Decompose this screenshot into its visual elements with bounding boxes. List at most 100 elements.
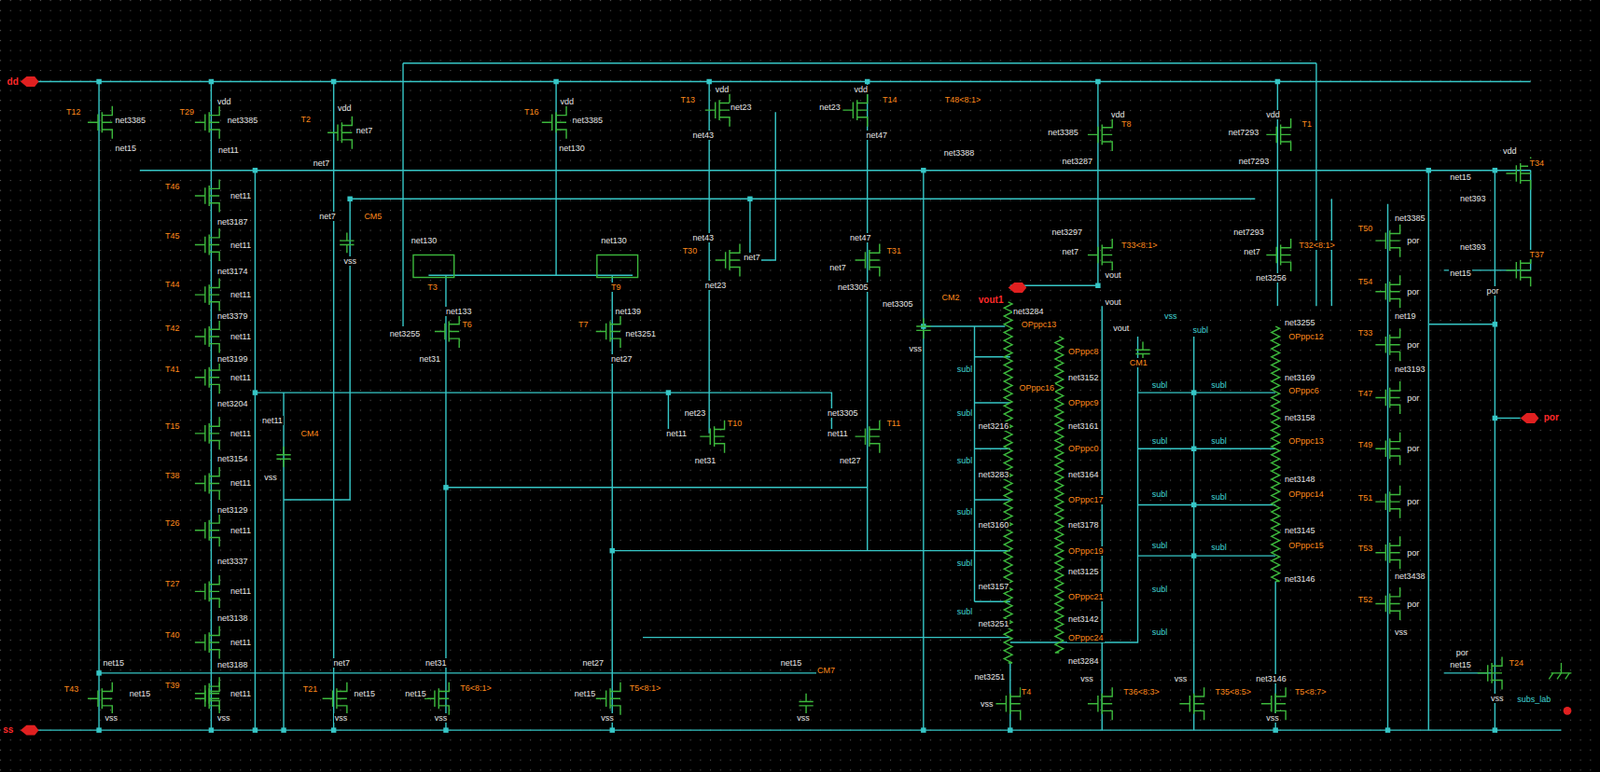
- net-name: net7293: [1232, 227, 1266, 237]
- instance-name: T42: [164, 323, 181, 334]
- pin-name: vout1: [977, 295, 1005, 306]
- transistor-symbol: [434, 315, 460, 348]
- net-name: net3385: [114, 115, 148, 126]
- net-name: net3174: [216, 266, 250, 277]
- net-name: vss: [1489, 694, 1505, 704]
- net-name: net3305: [881, 299, 915, 309]
- transistor-symbol: [194, 677, 220, 710]
- net-name: net11: [229, 638, 252, 648]
- net-name: net3193: [1393, 364, 1427, 375]
- instance-name: OPppc19: [1067, 546, 1105, 557]
- net-name: net11: [261, 416, 284, 426]
- instance-name: T15: [164, 421, 181, 432]
- instance-name: T4: [1020, 687, 1033, 697]
- pin-name: dd: [6, 77, 20, 87]
- wire: [1010, 336, 1139, 643]
- net-name: net3164: [1067, 470, 1100, 480]
- net-name: net130: [410, 236, 439, 246]
- transistor-symbol: [194, 682, 220, 716]
- capacitor-symbol: [916, 318, 931, 339]
- net-name: subl: [1210, 542, 1228, 553]
- wire: [349, 198, 1255, 200]
- wire: [1315, 63, 1317, 307]
- net-name: net15: [101, 658, 126, 668]
- transistor-symbol: [327, 116, 352, 150]
- instance-name: OPppc21: [1067, 592, 1105, 602]
- pin-symbol: [20, 725, 40, 737]
- wire: [1193, 642, 1195, 731]
- net-name: subl: [956, 507, 974, 517]
- junction-dot: [1095, 283, 1100, 289]
- net-name: net7: [828, 263, 848, 273]
- capacitor-symbol: [798, 694, 813, 715]
- wire: [974, 448, 1011, 450]
- net-name: vss: [343, 256, 359, 266]
- net-name: net3256: [1254, 273, 1288, 283]
- instance-name: CM4: [300, 429, 320, 439]
- wire: [1387, 204, 1389, 731]
- wire: [1193, 336, 1195, 643]
- transistor-symbol: [194, 467, 220, 501]
- instance-name: T49: [1357, 440, 1375, 450]
- instance-name: T35<8:5>: [1214, 687, 1253, 697]
- net-name: net11: [665, 429, 688, 439]
- junction-dot: [1492, 321, 1498, 327]
- junction-dot: [1191, 553, 1197, 558]
- junction-dot: [1191, 389, 1197, 395]
- wire: [750, 111, 776, 261]
- net-name: vss: [979, 699, 995, 710]
- net-name: subl: [956, 408, 974, 418]
- instance-name: OPppc9: [1067, 398, 1100, 408]
- instance-name: CM5: [362, 211, 383, 222]
- wire: [974, 499, 1011, 501]
- net-name: net3385: [1046, 127, 1080, 138]
- transistor-symbol: [596, 682, 621, 716]
- net-name: por: [1405, 497, 1420, 507]
- junction-dot: [1007, 727, 1013, 733]
- net-name: net11: [229, 191, 252, 201]
- junction-dot: [443, 485, 448, 490]
- net-name: vdd: [1265, 110, 1281, 120]
- net-name: net43: [692, 233, 716, 243]
- instance-name: T48<8:1>: [944, 95, 983, 105]
- wire: [254, 170, 832, 437]
- net-name: net3251: [973, 672, 1006, 682]
- wire: [282, 392, 284, 731]
- net-name: vdd: [216, 97, 233, 107]
- wire: [403, 62, 1317, 64]
- net-name: net15: [114, 143, 139, 154]
- junction-dot: [96, 670, 101, 676]
- wire: [973, 326, 975, 602]
- junction-dot: [252, 727, 258, 733]
- junction-dot: [666, 389, 671, 395]
- net-name: subl: [1151, 489, 1169, 500]
- net-name: vss: [1265, 713, 1280, 724]
- junction-dot: [208, 79, 214, 84]
- pin-symbol: [1008, 282, 1028, 293]
- wire: [1138, 504, 1277, 506]
- instance-name: OPppc14: [1287, 489, 1325, 500]
- instance-name: T12: [65, 107, 83, 117]
- net-name: net19: [1393, 311, 1418, 321]
- net-name: net3161: [1067, 421, 1100, 432]
- instance-name: T32<8:1>: [1297, 240, 1336, 251]
- instance-name: OPppc16: [1018, 383, 1057, 393]
- instance-name: T30: [681, 246, 699, 256]
- net-name: net3138: [216, 613, 250, 624]
- net-name: net3160: [977, 520, 1011, 530]
- net-name: net27: [838, 456, 863, 466]
- net-name: net130: [557, 143, 586, 154]
- wire: [922, 170, 924, 731]
- wire: [866, 82, 868, 552]
- pin-name: por: [1543, 413, 1560, 423]
- wire: [974, 550, 1011, 552]
- transistor-symbol: [705, 94, 730, 127]
- instance-name: T50: [1357, 223, 1375, 234]
- net-name: subl: [1151, 436, 1169, 446]
- net-name: net3216: [977, 421, 1011, 432]
- junction-dot: [920, 727, 926, 733]
- net-name: net7: [1061, 247, 1081, 257]
- transistor-symbol: [194, 514, 220, 547]
- instance-name: CM2: [940, 292, 960, 303]
